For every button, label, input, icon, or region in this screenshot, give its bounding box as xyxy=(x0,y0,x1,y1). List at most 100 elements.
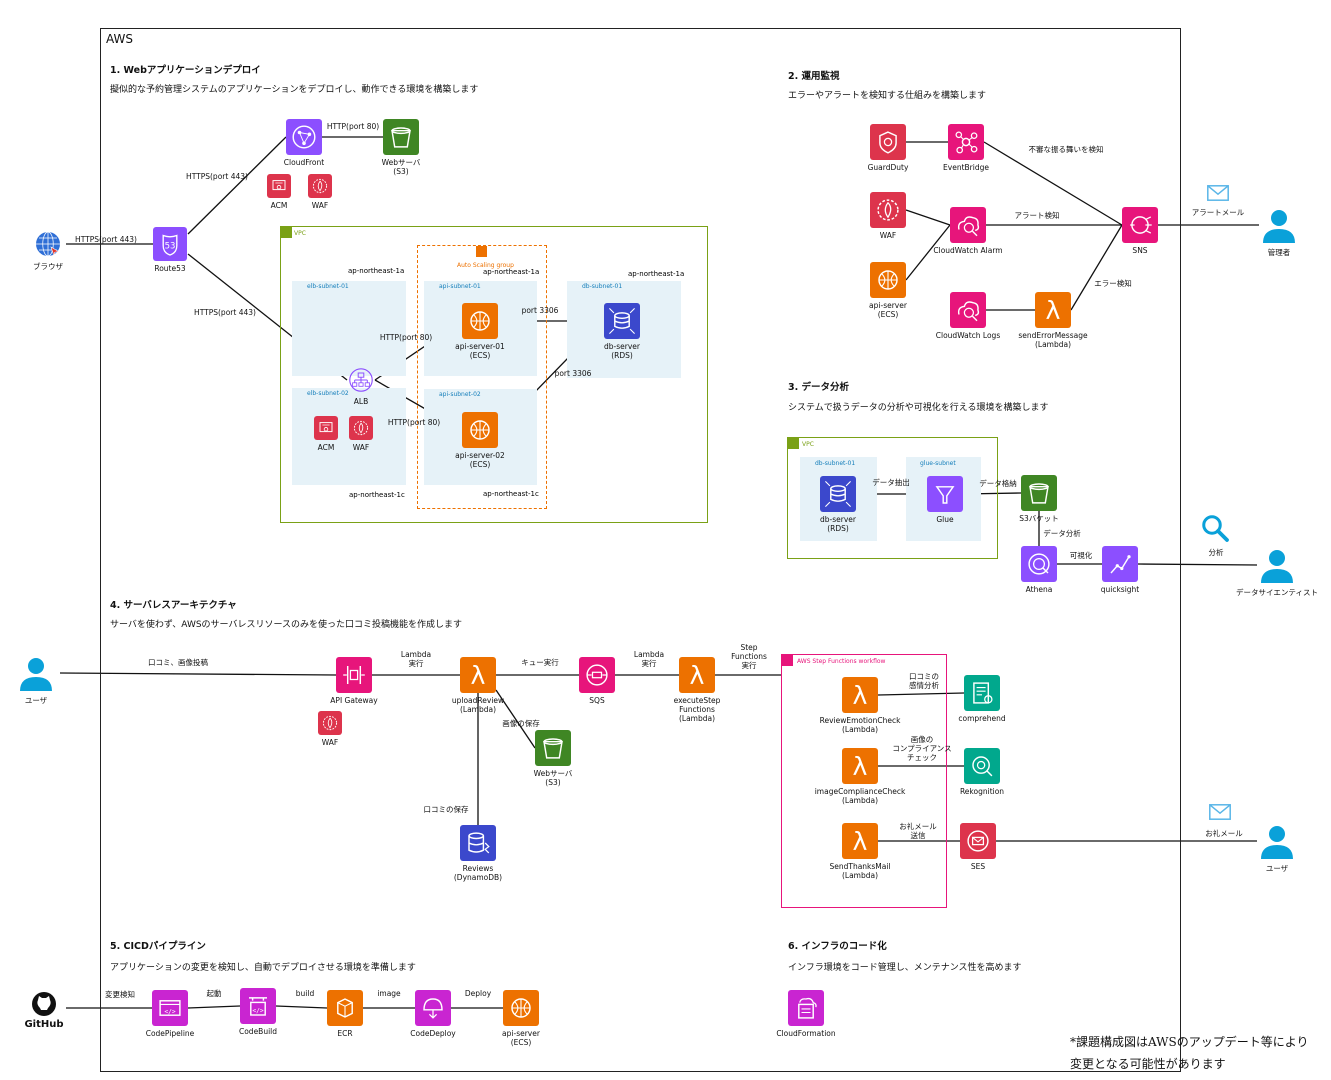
ecs-icon xyxy=(462,303,498,339)
user1-label: ユーザ xyxy=(24,696,48,705)
codedeploy-icon xyxy=(415,990,451,1026)
section-5-desc: アプリケーションの変更を検知し、自動でデプロイさせる環境を準備します xyxy=(110,963,416,973)
guardduty-label: GuardDuty xyxy=(867,163,909,172)
datasci-label: データサイエンティスト xyxy=(1236,588,1318,597)
step-functions-workflow xyxy=(781,654,947,908)
ses-label: SES xyxy=(970,862,986,871)
edge-label-user-apigw: 口コミ、画像投稿 xyxy=(148,658,208,667)
route53-icon: 53 xyxy=(153,227,187,261)
section-3-desc: システムで扱うデータの分析や可視化を行える環境を構築します xyxy=(788,403,1049,413)
s3bucket-label: S3バケット xyxy=(1019,514,1059,523)
edge-label-cb-ecr: build xyxy=(295,989,315,998)
codepipeline-icon: </> xyxy=(152,990,188,1026)
rds-icon xyxy=(820,476,856,512)
subnet-elb-01 xyxy=(292,281,406,376)
waf-icon xyxy=(308,174,332,198)
section-4-title: 4. サーバレスアーキテクチャ xyxy=(110,600,237,611)
waf1-label: WAF xyxy=(311,201,329,210)
section-1-title: 1. Webアプリケーションデプロイ xyxy=(110,65,261,76)
svg-text:λ: λ xyxy=(471,661,486,690)
codebuild-icon: </> xyxy=(240,988,276,1024)
cloudwatch-icon xyxy=(950,292,986,328)
edge-label-ses-user: お礼メール xyxy=(1205,829,1243,838)
waf4-label: WAF xyxy=(321,738,339,747)
apiecs-label: api-server (ECS) xyxy=(869,301,907,319)
user2-label: ユーザ xyxy=(1265,864,1289,873)
connector-line xyxy=(187,136,287,235)
sns-icon xyxy=(1122,207,1158,243)
edge-label-cd-api: Deploy xyxy=(464,989,492,998)
quicksight-label: quicksight xyxy=(1100,585,1140,594)
codepipeline-label: CodePipeline xyxy=(145,1029,195,1038)
edge-label-alb-api1: HTTP(port 80) xyxy=(379,333,433,342)
edge-label-sqs-exec: Lambda 実行 xyxy=(633,650,665,668)
svg-text:λ: λ xyxy=(853,827,868,856)
apigw-label: API Gateway xyxy=(330,696,378,705)
lambda-icon: λ xyxy=(460,657,496,693)
vpc-corner-icon xyxy=(788,438,799,449)
api1-label: api-server-01 (ECS) xyxy=(455,342,505,360)
footnote-line-2: 変更となる可能性があります xyxy=(1070,1057,1226,1071)
eventbridge-label: EventBridge xyxy=(943,163,989,172)
az-label: ap-northeast-1a xyxy=(348,267,405,275)
lambda-icon: λ xyxy=(842,677,878,713)
footnote-line-1: *課題構成図はAWSのアップデート等により xyxy=(1070,1035,1309,1049)
edge-label-err-sns: エラー検知 xyxy=(1094,279,1132,288)
edge-label-alarm-sns: アラート検知 xyxy=(1014,211,1060,220)
edge-label-route53-cf: HTTPS(port 443) xyxy=(186,172,248,181)
execstep-label: executeStep Functions (Lambda) xyxy=(673,696,721,723)
svg-text:λ: λ xyxy=(853,681,868,710)
ecr-icon xyxy=(327,990,363,1026)
connector-line xyxy=(1137,563,1258,566)
waf-icon xyxy=(349,416,373,440)
connector-line xyxy=(983,141,1123,226)
api-gateway-icon xyxy=(336,657,372,693)
search-icon xyxy=(1200,513,1230,543)
dynamo-label: Reviews (DynamoDB) xyxy=(453,864,503,882)
edge-label-exec-sf: Step Functions 実行 xyxy=(731,643,767,670)
edge-label-s3-athena: データ分析 xyxy=(1043,529,1081,538)
asg-label: Auto Scaling group xyxy=(457,262,514,269)
cloudfront-label: CloudFront xyxy=(283,158,325,167)
subnet-label: elb-subnet-01 xyxy=(307,283,349,290)
waf2-label: WAF xyxy=(352,443,370,452)
cloudfront-icon xyxy=(286,119,322,155)
codebuild-label: CodeBuild xyxy=(238,1027,278,1036)
connector-line xyxy=(187,1005,241,1009)
connector-line xyxy=(59,672,337,676)
lambda-icon: λ xyxy=(1035,292,1071,328)
edge-label-thanks-ses: お礼メール 送信 xyxy=(899,822,937,840)
imgcomp-label: imageComplianceCheck (Lambda) xyxy=(814,787,906,805)
edge-label-sns-admin: アラートメール xyxy=(1191,208,1245,217)
connector-line xyxy=(877,692,965,696)
athena-icon xyxy=(1021,546,1057,582)
svg-text:</>: </> xyxy=(252,1007,264,1014)
edge-label-athena-qs: 可視化 xyxy=(1069,551,1093,560)
user-icon xyxy=(1257,821,1297,861)
aws-cloud-frame xyxy=(100,28,1181,1072)
bucket-icon xyxy=(1021,475,1057,511)
vpc-group xyxy=(280,226,708,523)
sqs-icon xyxy=(579,657,615,693)
edge-label-img-rek: 画像の コンプライアンス チェック xyxy=(892,735,952,762)
edge-label-api2-rds: port 3306 xyxy=(554,369,592,378)
cloudwatch-icon xyxy=(950,207,986,243)
subnet-label: db-subnet-01 xyxy=(582,283,623,290)
connector-line xyxy=(905,224,951,281)
cloudformation-icon xyxy=(788,990,824,1026)
athena-label: Athena xyxy=(1025,585,1053,594)
apiecs2-label: api-server (ECS) xyxy=(502,1029,540,1047)
auto-scaling-group xyxy=(417,245,547,509)
revemo-label: ReviewEmotionCheck (Lambda) xyxy=(819,716,901,734)
rekognition-label: Rekognition xyxy=(959,787,1005,796)
waf3-label: WAF xyxy=(879,231,897,240)
waf-icon xyxy=(318,711,342,735)
acm1-label: ACM xyxy=(270,201,288,210)
svg-text:</>: </> xyxy=(164,1008,176,1015)
globe-icon xyxy=(33,229,63,259)
workflow-label: AWS Step Functions workflow xyxy=(797,658,886,665)
s3web-label: Webサーバ (S3) xyxy=(381,158,421,176)
lambda-icon: λ xyxy=(842,823,878,859)
codedeploy-label: CodeDeploy xyxy=(410,1029,456,1038)
section-5-title: 5. CICDパイプライン xyxy=(110,941,206,952)
